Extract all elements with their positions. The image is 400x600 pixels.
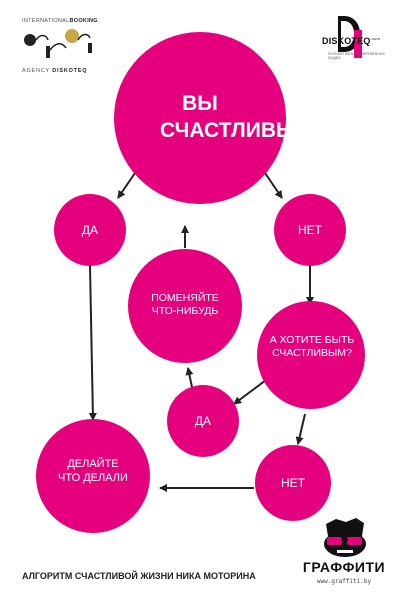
- node-keep-doing: ДЕЛАЙТЕ ЧТО ДЕЛАЛИ: [58, 458, 128, 484]
- node-change: ПОМЕНЯЙТЕ ЧТО-НИБУДЬ: [151, 292, 219, 318]
- node-question: ВЫ СЧАСТЛИВЫ?: [160, 92, 310, 143]
- poster-caption: АЛГОРИТМ СЧАСТЛИВОЙ ЖИЗНИ НИКА МОТОРИНА: [22, 571, 256, 581]
- node-want-circle: [257, 301, 365, 409]
- node-no-top-circle: [274, 194, 346, 266]
- node-no-bottom: НЕТ: [281, 476, 305, 490]
- booking-agency-logo: INTERNATIONALBOOKING AGENCY DISKOTEQ: [22, 18, 132, 76]
- arrow-question-to-yes: [117, 169, 138, 199]
- arrow-yes-to-keep: [88, 265, 97, 421]
- node-yes-bottom-circle: [167, 385, 239, 457]
- diskoteq-tagline: клубная жизнь современных людей: [328, 52, 385, 61]
- arrow-want-to-yes: [233, 379, 267, 405]
- arrow-question-to-no: [262, 169, 283, 199]
- diskoteq-logo: DISKOTEQ.com клубная жизнь современных л…: [312, 14, 392, 74]
- node-no-bottom-circle: [255, 445, 331, 521]
- graffiti-wordmark: ГРАФФИТИ: [302, 559, 386, 575]
- graffiti-url: www.graffiti.by: [316, 578, 372, 585]
- diskoteq-brand: DISKOTEQ.com: [322, 36, 381, 46]
- node-keep-circle: [36, 419, 150, 533]
- booking-agency-line2: AGENCY DISKOTEQ: [22, 68, 88, 74]
- node-yes-top: ДА: [81, 223, 99, 237]
- graffiti-mascot: [324, 518, 366, 557]
- diskoteq-logo-graphic: [338, 16, 362, 58]
- graffiti-logo: ГРАФФИТИ www.graffiti.by: [300, 519, 388, 591]
- node-yes-bottom: ДА: [194, 414, 212, 428]
- node-want-happy: А ХОТИТЕ БЫТЬ СЧАСТЛИВЫМ?: [269, 334, 355, 360]
- booking-agency-line1: INTERNATIONALBOOKING: [22, 18, 98, 24]
- node-no-top: НЕТ: [298, 223, 322, 237]
- node-question-circle: [114, 32, 286, 204]
- node-change-circle: [128, 249, 242, 363]
- booking-agency-logo-graphic: [24, 29, 92, 58]
- node-yes-top-circle: [54, 194, 126, 266]
- arrow-want-to-no: [295, 413, 306, 445]
